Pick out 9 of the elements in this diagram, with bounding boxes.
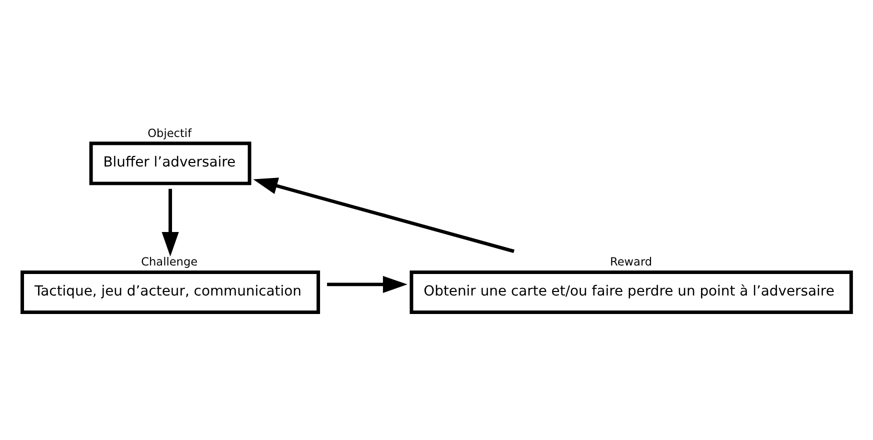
arrow: [327, 276, 408, 293]
arrow: [253, 178, 514, 253]
node-box: Tactique, jeu d’acteur, communication: [20, 270, 320, 314]
node-label: Challenge: [141, 256, 198, 269]
node-box: Bluffer l’adversaire: [89, 142, 252, 186]
node-label: Reward: [610, 256, 652, 269]
node-label: Objectif: [148, 126, 192, 140]
node-box: Obtenir une carte et/ou faire perdre un point à l’adversaire: [410, 270, 853, 314]
arrow: [162, 188, 179, 256]
